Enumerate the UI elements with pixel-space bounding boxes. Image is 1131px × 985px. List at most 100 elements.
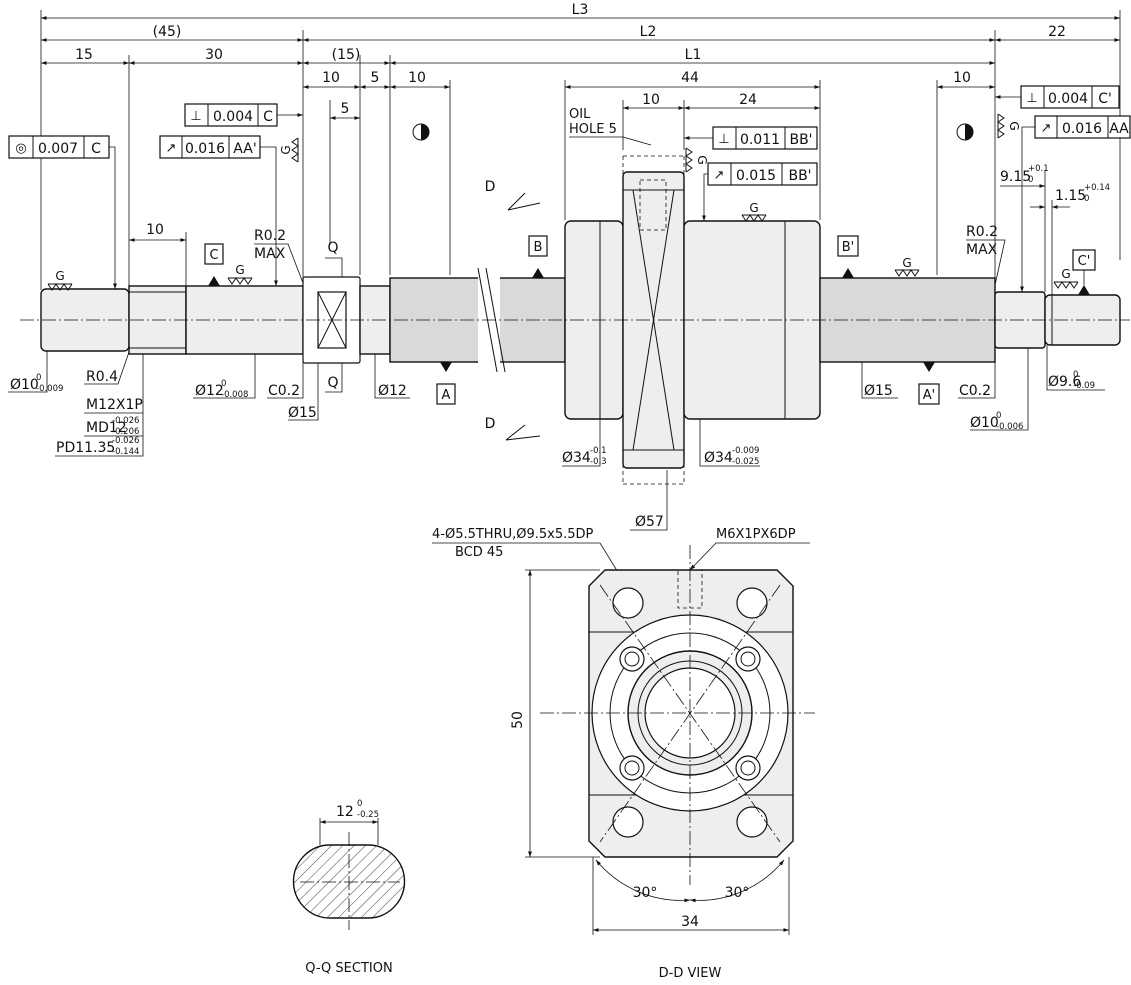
d115-up: +0.14 [1084,183,1110,193]
dia10-right-up: 0 [996,411,1001,421]
md12: MD12 [86,420,127,436]
grind-mark-1: G [55,269,64,283]
section-d-markers: D D [485,179,541,441]
dim-34: 34 [681,914,699,930]
grind-mark-8: G [1007,121,1021,130]
r02-left-b: MAX [254,246,286,262]
dim-10d: 10 [953,70,971,86]
fcf-6-datum: C' [1098,91,1112,107]
d-d-view: 4-Ø5.5THRU,Ø9.5x5.5DP BCD 45 M6X1PX6DP 5… [432,527,815,981]
r02-right-b: MAX [966,242,998,258]
dim-10b: 10 [408,70,426,86]
q-q-section: 12 0 -0.25 Q-Q SECTION [292,799,406,976]
dia12-tol-lo: -0.008 [221,390,248,400]
dia12-tol: Ø12 [195,383,224,399]
top-dimensions: L3 (45) L2 22 15 30 (15) L1 10 5 10 44 1… [40,2,1121,290]
dia57: Ø57 [635,514,664,530]
c02-left: C0.2 [268,383,300,399]
dia34b-lo: -0.025 [732,457,759,467]
angle-30-right: 30° [725,885,750,901]
datum-bp: B' [842,240,855,255]
holes-callout-a: 4-Ø5.5THRU,Ø9.5x5.5DP [432,527,594,542]
dia10-right-lo: -0.006 [996,422,1023,432]
d115-lo: 0 [1084,194,1089,204]
dia34b-up: -0.009 [732,446,759,456]
dia10-left-up: 0 [36,373,41,383]
fcf-1-datum: C [91,141,101,157]
r02-left-a: R0.2 [254,228,286,244]
dim-5b: 5 [341,101,350,117]
dia10-right: Ø10 [970,415,999,431]
dim-50: 50 [510,711,526,729]
dim-L3: L3 [572,2,589,18]
fcf-6-symbol: ⊥ [1026,91,1037,106]
oil-hole-b: HOLE 5 [569,122,617,137]
ballscrew-shaft [20,155,1130,485]
dia96: Ø9.6 [1048,374,1081,390]
dim-24: 24 [739,92,757,108]
dia10-left: Ø10 [10,377,39,393]
dia34a-lo: -0.3 [590,457,607,467]
datum-features: C B B' A A' C' [204,235,1096,405]
fcf-5-datum: BB' [788,168,811,184]
q-top: Q [327,240,338,256]
dia96-up: 0 [1073,370,1078,380]
fcf-5-value: 0.015 [736,168,776,184]
pd-up: -0.026 [112,436,139,446]
d915: 9.15 [1000,169,1031,185]
dim-12-q: 12 [336,804,354,820]
dim-5a: 5 [371,70,380,86]
fcf-2-datum: C [263,109,273,125]
dim-45: (45) [153,24,182,40]
dia10-left-lo: -0.009 [36,384,63,394]
fcf-2-value: 0.004 [213,109,253,125]
md12-lo: -0.206 [112,427,139,437]
d915-up: +0.1 [1028,164,1049,174]
dia12: Ø12 [378,383,407,399]
dia15-left: Ø15 [288,405,317,421]
fcf-4-value: 0.011 [740,132,780,148]
dim-10a: 10 [322,70,340,86]
fcf-7-value: 0.016 [1062,121,1102,137]
dim-30: 30 [205,47,223,63]
pd-lo: -0.144 [112,447,139,457]
fcf-1-value: 0.007 [38,141,78,157]
dim-10c: 10 [642,92,660,108]
d915-lo: 0 [1028,175,1033,185]
datum-a: A [442,388,451,403]
fcf-3-value: 0.016 [185,141,225,157]
datum-b: B [534,240,543,255]
half-circle-marks [412,123,974,141]
q-bottom: Q [327,375,338,391]
dim-22: 22 [1048,24,1066,40]
fcf-3-symbol: ↗ [166,141,177,156]
fcf-5-symbol: ↗ [714,168,725,183]
fcf-6-value: 0.004 [1048,91,1088,107]
callouts-nut: OIL HOLE 5 Ø34 -0.1 -0.3 Ø34 -0.009 -0.0… [562,107,760,531]
fcf-4-datum: BB' [789,132,812,148]
fcf-2-symbol: ⊥ [190,109,201,124]
callouts-right: Ø15 C0.2 Ø10 0 -0.006 Ø9.6 0 -0.09 R0.2 … [861,164,1110,432]
datum-c: C [209,248,218,263]
angle-30-left: 30° [633,885,658,901]
fcf-7-datum: AA [1109,121,1129,137]
pd: PD11.35 [56,440,115,456]
dim-15p: (15) [332,47,361,63]
dim-44: 44 [681,70,699,86]
fcf-1-symbol: ◎ [15,141,26,156]
holes-callout-b: BCD 45 [455,545,503,560]
c02-right: C0.2 [959,383,991,399]
q-q-section-title: Q-Q SECTION [305,961,392,976]
dim-10e: 10 [146,222,164,238]
grind-mark-2: G [235,263,244,277]
section-d-bottom: D [485,416,496,432]
dia34a: Ø34 [562,450,591,466]
datum-ap: A' [923,388,935,403]
grind-mark-7: G [695,155,709,164]
grind-mark-4: G [902,256,911,270]
oil-hole-a: OIL [569,107,591,122]
m6-callout: M6X1PX6DP [716,527,796,542]
grind-mark-6: G [279,145,293,154]
dia34b: Ø34 [704,450,733,466]
